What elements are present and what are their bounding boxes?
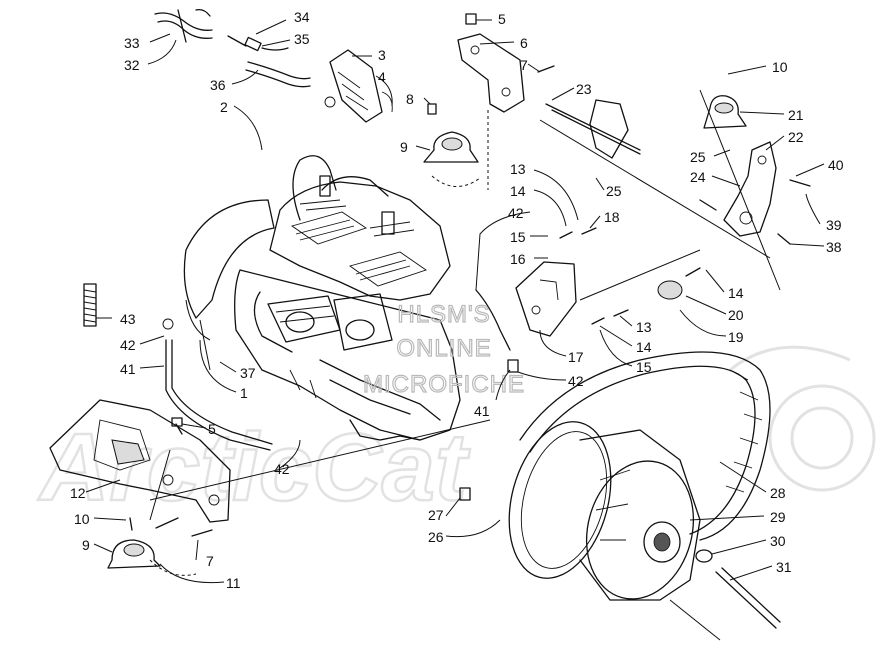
callout-32: 32 — [124, 57, 140, 73]
callout-29: 29 — [770, 509, 786, 525]
engine-mount-top — [457, 13, 555, 190]
brand-watermark-text: ArcticCat — [38, 414, 471, 521]
callout-20: 20 — [728, 307, 744, 323]
callout-2: 2 — [220, 99, 228, 115]
callout-36: 36 — [210, 77, 226, 93]
callout-19: 19 — [728, 329, 744, 345]
callout-5-left: 5 — [208, 421, 216, 437]
callout-41-left: 41 — [120, 361, 136, 377]
callout-24: 24 — [690, 169, 706, 185]
callout-6: 6 — [520, 35, 528, 51]
callout-4: 4 — [378, 69, 386, 85]
rear-bracket — [539, 89, 811, 291]
watermark-line2: ONLINE — [396, 335, 491, 362]
callout-42-center: 42 — [568, 373, 584, 389]
callout-23: 23 — [576, 81, 592, 97]
mount-plate — [515, 227, 701, 337]
clutch-assembly — [459, 351, 781, 641]
callout-37: 37 — [240, 365, 256, 381]
callout-34: 34 — [294, 9, 310, 25]
callout-16: 16 — [510, 251, 526, 267]
hlsm-watermark: HLSM'S ONLINE MICROFICHE — [362, 300, 524, 398]
callout-1: 1 — [240, 385, 248, 401]
callout-22: 22 — [788, 129, 804, 145]
callout-14-center: 14 — [636, 339, 652, 355]
head-bracket — [324, 49, 393, 123]
callout-11: 11 — [226, 575, 241, 591]
callout-31: 31 — [776, 559, 792, 575]
callout-5-top: 5 — [498, 11, 506, 27]
callout-21: 21 — [788, 107, 804, 123]
callout-8: 8 — [406, 91, 414, 107]
callout-39: 39 — [826, 217, 842, 233]
callout-15-top: 15 — [510, 229, 526, 245]
callout-30: 30 — [770, 533, 786, 549]
callout-10-left: 10 — [74, 511, 90, 527]
callout-14-right: 14 — [728, 285, 744, 301]
left-side-parts — [83, 283, 273, 451]
callout-38: 38 — [826, 239, 842, 255]
callout-25-right: 25 — [690, 149, 706, 165]
callout-33: 33 — [124, 35, 140, 51]
callout-9-top: 9 — [400, 139, 408, 155]
callout-15-center: 15 — [636, 359, 652, 375]
callout-41-center: 41 — [474, 403, 490, 419]
callout-13-center: 13 — [636, 319, 652, 335]
callout-10-right: 10 — [772, 59, 788, 75]
callout-12: 12 — [70, 485, 86, 501]
brand-watermark: ArcticCat — [37, 345, 876, 522]
callout-14-top: 14 — [510, 183, 526, 199]
callout-3: 3 — [378, 47, 386, 63]
callout-7-bottom: 7 — [206, 553, 214, 569]
callout-42-left: 42 — [120, 337, 136, 353]
hoses-group — [154, 8, 311, 88]
shock-mount-top — [423, 103, 481, 187]
watermark-line1: HLSM'S — [397, 301, 490, 328]
callout-labels: 34 35 33 32 36 2 3 4 8 9 5 6 7 23 10 21 … — [70, 9, 844, 591]
engine-block — [183, 155, 519, 441]
callout-42-top: 42 — [508, 205, 524, 221]
callout-7-top: 7 — [520, 57, 528, 73]
callout-43: 43 — [120, 311, 136, 327]
callout-35: 35 — [294, 31, 310, 47]
callout-26: 26 — [428, 529, 444, 545]
callout-25-center: 25 — [606, 183, 622, 199]
callout-18: 18 — [604, 209, 620, 225]
callout-leaders — [85, 19, 825, 584]
callout-28: 28 — [770, 485, 786, 501]
callout-17: 17 — [568, 349, 584, 365]
callout-9-bottom: 9 — [82, 537, 90, 553]
callout-13-top: 13 — [510, 161, 526, 177]
callout-27: 27 — [428, 507, 444, 523]
callout-42-bottom: 42 — [274, 461, 290, 477]
callout-40: 40 — [828, 157, 844, 173]
